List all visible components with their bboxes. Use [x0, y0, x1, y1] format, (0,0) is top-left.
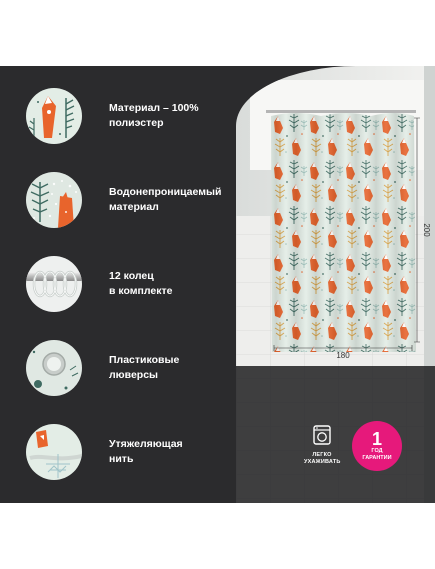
feature-line: полиэстер	[109, 117, 164, 129]
rings-on-rod-icon	[26, 256, 82, 312]
product-info-card: Материал – 100% полиэстер Водонепроницае…	[0, 66, 435, 503]
guarantee-badge: 1 ГОД ГАРАНТИИ	[352, 421, 402, 471]
guarantee-years: 1	[371, 429, 382, 449]
feature-rings-text: 12 колец в комплекте	[109, 269, 249, 299]
weighted-hem-icon	[26, 424, 82, 480]
feature-material: Материал – 100% полиэстер	[26, 88, 249, 144]
guarantee-label-1: ГОД	[371, 448, 383, 454]
curtain-illustration: 180 200	[236, 66, 435, 503]
water-drops-fabric-icon	[26, 172, 82, 228]
feature-line: нить	[109, 453, 134, 465]
feature-line: люверсы	[109, 369, 159, 381]
easy-care-badge: ЛЕГКО УХАЖИВАТЬ	[304, 425, 340, 466]
grommet-icon	[26, 340, 82, 396]
feature-material-text: Материал – 100% полиэстер	[109, 101, 249, 131]
feature-line: Пластиковые	[109, 353, 180, 366]
product-photo: 180 200	[236, 66, 435, 503]
feature-line: в комплекте	[109, 285, 173, 297]
feature-line: Материал – 100%	[109, 101, 199, 114]
feature-line: Водонепроницаемый	[109, 185, 222, 198]
feature-line: материал	[109, 201, 159, 213]
height-dimension: 200	[422, 223, 431, 237]
feature-line: Утяжеляющая	[109, 437, 183, 450]
feature-grommets-text: Пластиковые люверсы	[109, 353, 249, 383]
feature-weighted-hem: Утяжеляющая нить	[26, 424, 249, 480]
feature-waterproof: Водонепроницаемый материал	[26, 172, 249, 228]
fabric-fox-pattern-icon	[26, 88, 82, 144]
feature-weighted-hem-text: Утяжеляющая нить	[109, 437, 249, 467]
width-dimension: 180	[336, 351, 350, 360]
washing-machine-icon	[313, 425, 331, 445]
feature-rings: 12 колец в комплекте	[26, 256, 249, 312]
feature-grommets: Пластиковые люверсы	[26, 340, 249, 396]
guarantee-label-2: ГАРАНТИИ	[362, 454, 392, 461]
feature-waterproof-text: Водонепроницаемый материал	[109, 185, 249, 215]
feature-line: 12 колец	[109, 269, 154, 282]
easy-care-label-1: ЛЕГКО	[312, 452, 332, 458]
easy-care-label-2: УХАЖИВАТЬ	[304, 459, 341, 466]
